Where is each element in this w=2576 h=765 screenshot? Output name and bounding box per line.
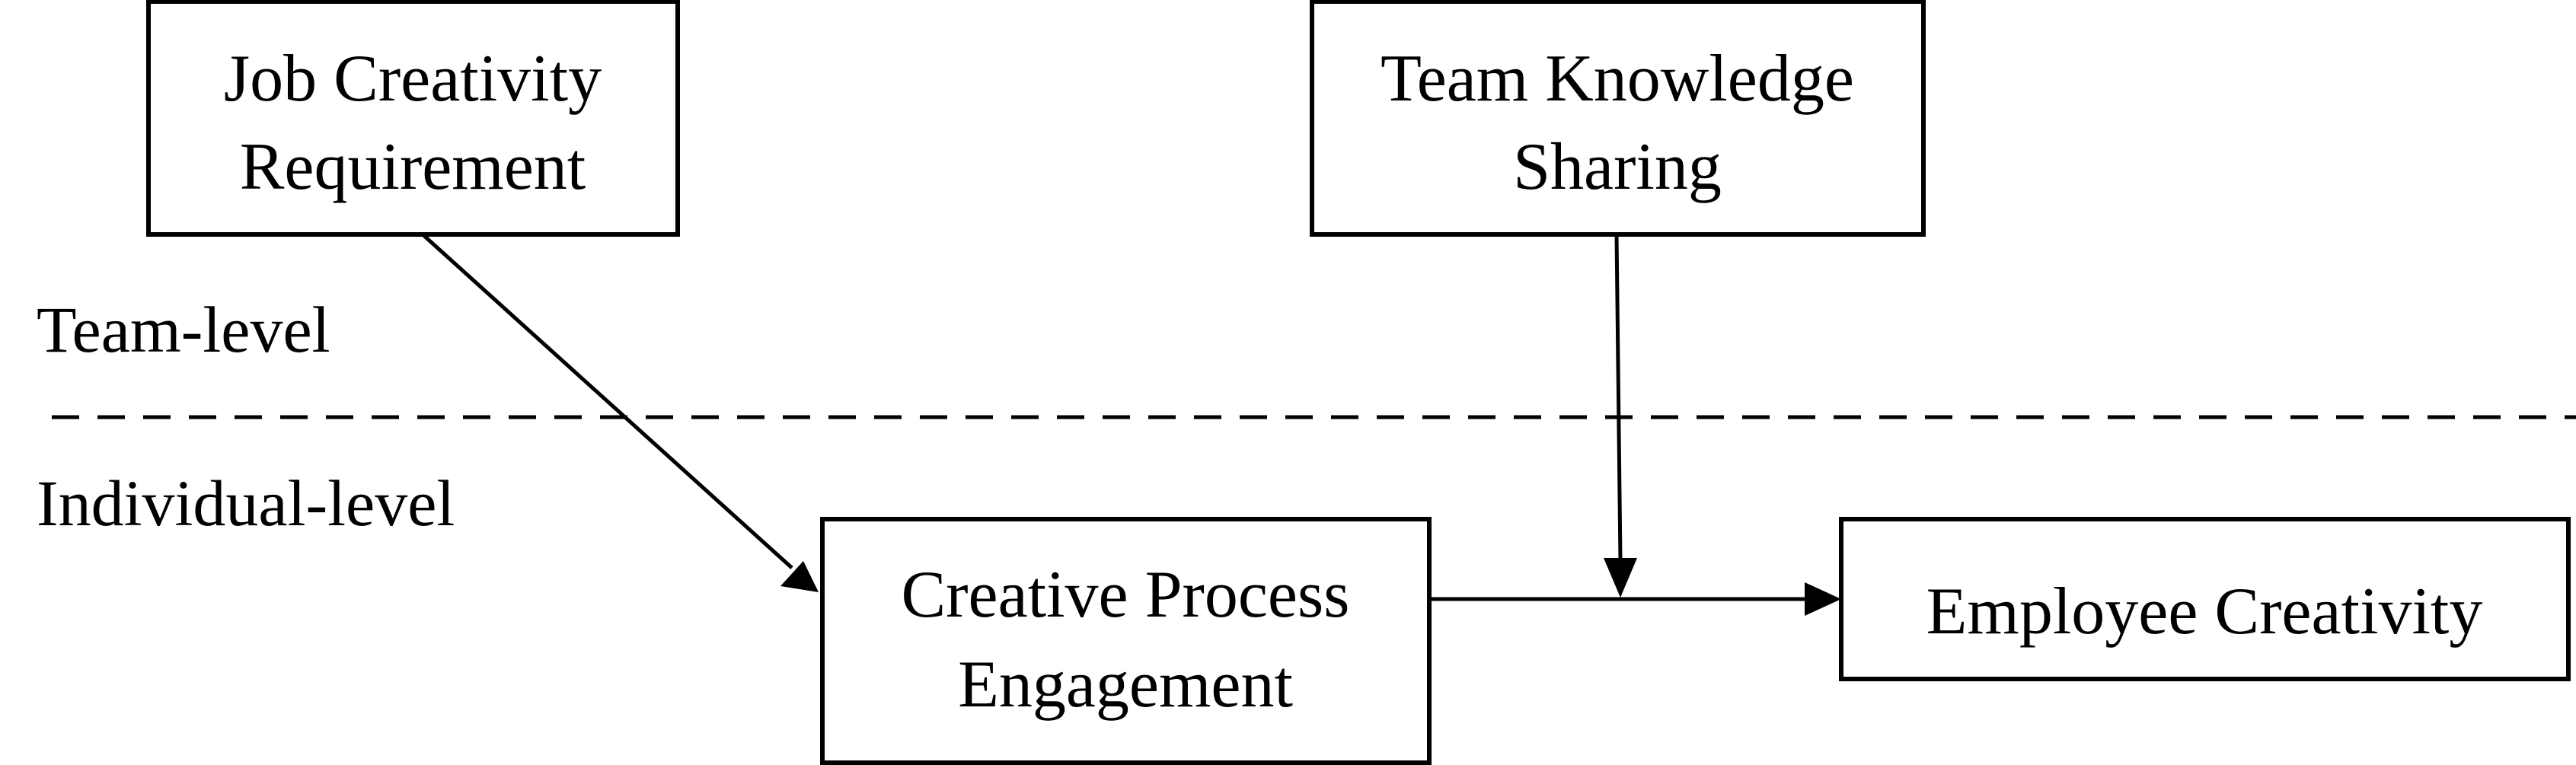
edge-jcr-to-cpe-arrowhead [780, 561, 819, 592]
node-job-creativity-requirement-box [146, 0, 680, 237]
node-job-creativity-requirement: Job Creativity Requirement [146, 0, 680, 237]
node-creative-process-engagement: Creative Process Engagement [820, 517, 1432, 765]
node-creative-process-engagement-line1: Creative Process [902, 558, 1350, 632]
node-employee-creativity-label: Employee Creativity [1926, 575, 2483, 649]
edge-jcr-to-cpe-line [421, 233, 793, 569]
node-employee-creativity-box [1839, 517, 2571, 681]
node-team-knowledge-sharing-box [1310, 0, 1926, 237]
node-team-knowledge-sharing-line1: Team Knowledge [1381, 42, 1854, 116]
node-job-creativity-requirement-line2: Requirement [240, 130, 586, 204]
node-job-creativity-requirement-line1: Job Creativity [224, 42, 602, 116]
node-employee-creativity: Employee Creativity [1839, 517, 2571, 681]
edge-cpe-to-ec-arrowhead [1805, 582, 1841, 616]
team-level-label: Team-level [37, 293, 330, 366]
node-creative-process-engagement-line2: Engagement [958, 648, 1293, 722]
node-team-knowledge-sharing: Team Knowledge Sharing [1310, 0, 1926, 237]
edge-tks-moderation-line [1614, 234, 1623, 561]
edge-tks-moderation-arrowhead [1604, 558, 1637, 598]
node-team-knowledge-sharing-line2: Sharing [1513, 130, 1722, 204]
node-creative-process-engagement-box [820, 517, 1432, 765]
individual-level-label: Individual-level [37, 467, 455, 540]
